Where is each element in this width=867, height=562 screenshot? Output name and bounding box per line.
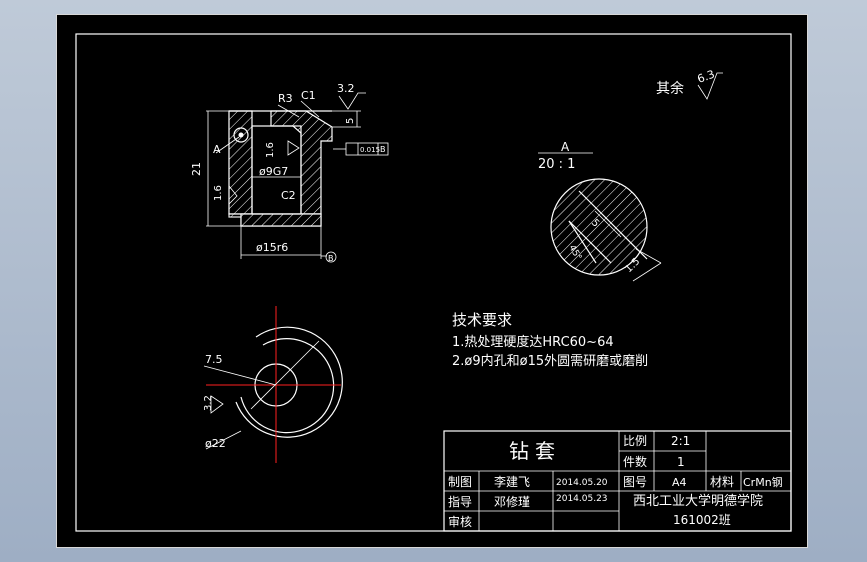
roughness-left: 1.6 bbox=[213, 185, 224, 201]
dim-bore: ø9G7 bbox=[259, 165, 288, 178]
dim-outer: ø15r6 bbox=[256, 241, 288, 254]
sheet-value: A4 bbox=[672, 476, 687, 489]
radius-label: R3 bbox=[278, 92, 293, 105]
requirement-item-1: 1.热处理硬度达HRC60~64 bbox=[452, 334, 614, 350]
roughness-rest-value: 6.3 bbox=[696, 68, 717, 86]
roughness-top: 3.2 bbox=[337, 82, 355, 95]
roughness-inner: 1.6 bbox=[265, 142, 276, 158]
guide-label: 指导 bbox=[448, 494, 472, 509]
tolerance-datum: B bbox=[380, 145, 386, 154]
detail-view: 5 1.5 45° bbox=[550, 178, 662, 282]
dim-height: 21 bbox=[190, 162, 203, 176]
review-label: 审核 bbox=[448, 514, 472, 529]
guide-name: 邓修瑾 bbox=[494, 494, 530, 509]
guide-date: 2014.05.23 bbox=[556, 494, 608, 504]
requirement-item-2: 2.ø9内孔和ø15外圆需研磨或磨削 bbox=[452, 353, 648, 369]
dim-diameter-22: ø22 bbox=[205, 437, 226, 450]
roughness-bottom: 3.2 bbox=[203, 395, 214, 411]
class-number: 161002班 bbox=[673, 513, 731, 527]
drawn-date: 2014.05.20 bbox=[556, 478, 608, 488]
section-view bbox=[206, 92, 389, 263]
ratio-value: 2:1 bbox=[671, 434, 690, 448]
material-value: CrMn钢 bbox=[743, 476, 783, 489]
material-label: 材料 bbox=[710, 475, 734, 489]
sheet-label: 图号 bbox=[623, 475, 647, 489]
qty-label: 件数 bbox=[623, 454, 647, 469]
inner-frame bbox=[75, 33, 792, 532]
qty-value: 1 bbox=[677, 455, 685, 469]
cad-drawing: R3 C1 C2 A 3.2 1.6 1.6 21 5 ø9G7 ø15r6 0… bbox=[75, 33, 792, 532]
drawing-sheet: R3 C1 C2 A 3.2 1.6 1.6 21 5 ø9G7 ø15r6 0… bbox=[56, 14, 808, 548]
chamfer-bottom-label: C2 bbox=[281, 189, 296, 202]
ratio-label: 比例 bbox=[623, 434, 647, 448]
chamfer-top-label: C1 bbox=[301, 89, 316, 102]
dim-flange: 5 bbox=[345, 118, 356, 124]
dim-radius-75: 7.5 bbox=[205, 353, 223, 366]
tolerance-value: 0.015 bbox=[360, 146, 380, 154]
detail-ref-label: A bbox=[213, 143, 221, 156]
drawn-label: 制图 bbox=[448, 475, 472, 489]
school-name: 西北工业大学明德学院 bbox=[633, 493, 763, 509]
part-name: 钻套 bbox=[509, 439, 561, 463]
roughness-rest-label: 其余 bbox=[656, 80, 684, 97]
detail-scale: 20 : 1 bbox=[538, 157, 575, 172]
datum-label: B bbox=[328, 254, 334, 263]
top-view bbox=[203, 306, 343, 463]
detail-title: A bbox=[561, 140, 570, 154]
requirements-title: 技术要求 bbox=[452, 311, 512, 329]
drawn-name: 李建飞 bbox=[494, 474, 530, 489]
title-block bbox=[443, 430, 792, 532]
